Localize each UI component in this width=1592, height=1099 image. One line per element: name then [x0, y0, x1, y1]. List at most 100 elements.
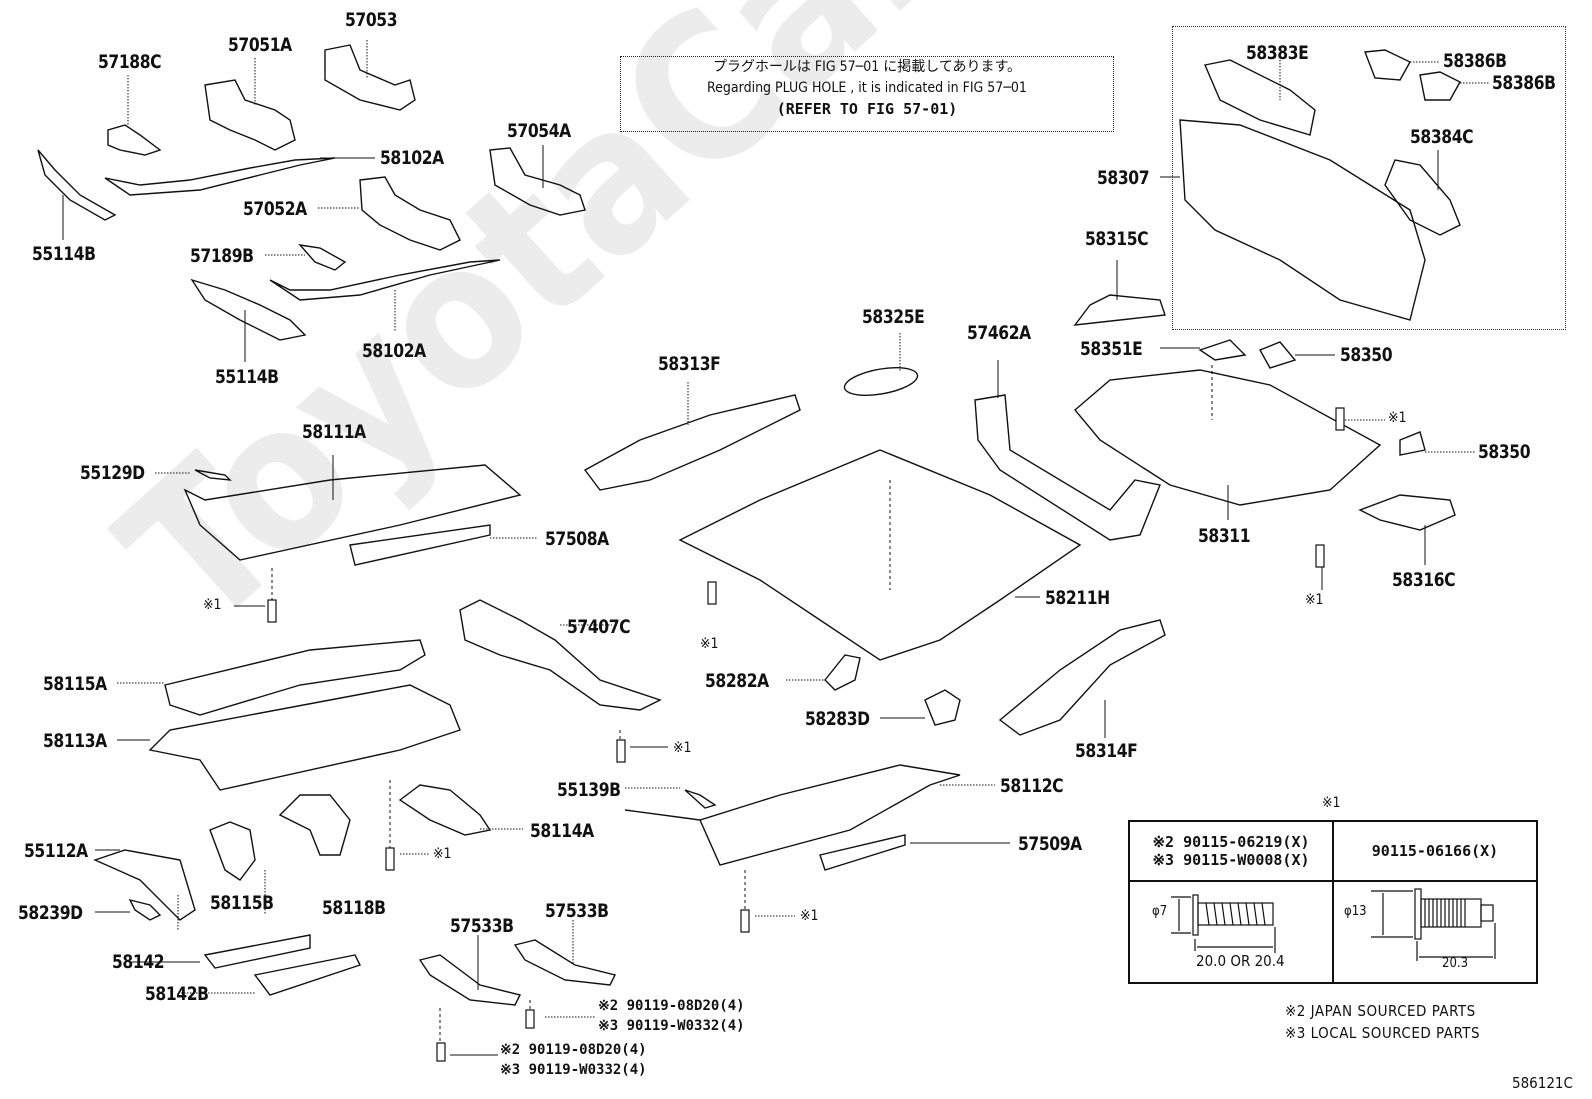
part-label[interactable]: 58350	[1478, 441, 1531, 463]
part-label[interactable]: 58313F	[658, 353, 721, 375]
part-label[interactable]: 58102A	[380, 147, 444, 169]
part-label[interactable]: 58283D	[805, 708, 870, 730]
part-label[interactable]: 58142B	[145, 983, 209, 1005]
part-label[interactable]: 58325E	[862, 306, 925, 328]
part-label[interactable]: 58114A	[530, 820, 594, 842]
part-58239D	[128, 898, 162, 921]
part-label[interactable]: 58307	[1097, 167, 1150, 189]
part-label[interactable]: 58350	[1340, 344, 1393, 366]
part-57188C	[107, 124, 162, 156]
part-label[interactable]: 58384C	[1410, 126, 1474, 148]
part-58316C	[1358, 494, 1456, 531]
part-label[interactable]: 58315C	[1085, 228, 1149, 250]
ref-mark-1: ※1	[700, 636, 719, 652]
part-58384C	[1384, 159, 1461, 236]
part-58142	[203, 934, 311, 969]
bolt-spec-table: ※2 90115-06219(X) ※3 90115-W0008(X) 9011…	[1128, 820, 1538, 984]
part-label[interactable]: 57051A	[228, 34, 292, 56]
bolt-icon	[385, 847, 395, 871]
part-58383E	[1204, 59, 1316, 136]
spec-pn-japan: ※2 90115-06219(X)	[1152, 833, 1310, 851]
part-label[interactable]: 57052A	[243, 198, 307, 220]
ref-mark-1: ※1	[203, 597, 222, 613]
part-label[interactable]: 57188C	[98, 51, 162, 73]
fastener-upper[interactable]: ※2 90119-08D20(4) ※3 90119-W0332(4)	[598, 996, 745, 1036]
part-label[interactable]: 58115A	[43, 673, 107, 695]
fastener-lower[interactable]: ※2 90119-08D20(4) ※3 90119-W0332(4)	[500, 1040, 647, 1080]
part-57053	[324, 44, 416, 111]
part-label[interactable]: 58386B	[1443, 50, 1507, 72]
part-58142B	[253, 954, 361, 996]
spec-pn-local: ※3 90115-W0008(X)	[1152, 851, 1310, 869]
part-label[interactable]: 58113A	[43, 730, 107, 752]
legend-local: ※3 LOCAL SOURCED PARTS	[1285, 1024, 1481, 1042]
part-57407C	[459, 599, 662, 711]
part-label[interactable]: 57189B	[190, 245, 254, 267]
part-label[interactable]: 57054A	[507, 120, 571, 142]
part-label[interactable]: 55139B	[557, 779, 621, 801]
part-label[interactable]: 58239D	[18, 902, 83, 924]
part-58112C	[624, 764, 961, 866]
part-label[interactable]: 57533B	[450, 915, 514, 937]
part-label[interactable]: 58118B	[322, 897, 386, 919]
part-57533B-left	[418, 954, 522, 1006]
spec-col2-drawing: φ13 20.3	[1332, 880, 1538, 984]
part-57508A	[349, 524, 491, 566]
part-55129D	[194, 469, 232, 481]
fastener-local: ※3 90119-W0332(4)	[598, 1018, 745, 1034]
part-58350-lower	[1399, 431, 1426, 456]
ref-mark-1: ※1	[1305, 592, 1324, 608]
fastener-japan: ※2 90119-08D20(4)	[500, 1042, 647, 1058]
part-label[interactable]: 57407C	[567, 616, 631, 638]
part-label[interactable]: 55114B	[215, 366, 279, 388]
note-line-jp: プラグホールは FIG 57─01 に掲載してあります。	[712, 59, 1022, 75]
part-58351E	[1198, 339, 1247, 361]
part-label[interactable]: 58142	[112, 951, 165, 973]
ref-mark-1: ※1	[433, 846, 452, 862]
spec-length: 20.0 OR 20.4	[1196, 952, 1285, 970]
part-label[interactable]: 58351E	[1080, 338, 1143, 360]
part-58102A-upper	[104, 157, 336, 196]
ref-mark-1: ※1	[800, 908, 819, 924]
part-label[interactable]: 57462A	[967, 322, 1031, 344]
part-label[interactable]: 58311	[1198, 525, 1251, 547]
part-label[interactable]: 55112A	[24, 840, 88, 862]
bolt-icon	[740, 909, 750, 933]
part-label[interactable]: 55114B	[32, 243, 96, 265]
part-label[interactable]: 57508A	[545, 528, 609, 550]
sourcing-legend: ※2 JAPAN SOURCED PARTS ※3 LOCAL SOURCED …	[1285, 1000, 1480, 1044]
part-label[interactable]: 57533B	[545, 900, 609, 922]
spec-dia: φ13	[1344, 904, 1367, 919]
spec-col1-header: ※2 90115-06219(X) ※3 90115-W0008(X)	[1128, 820, 1334, 882]
part-label[interactable]: 58112C	[1000, 775, 1064, 797]
fastener-local: ※3 90119-W0332(4)	[500, 1062, 647, 1078]
part-label[interactable]: 58211H	[1045, 587, 1110, 609]
part-label[interactable]: 57509A	[1018, 833, 1082, 855]
bolt-m13-icon	[1371, 888, 1496, 961]
part-58114A	[398, 784, 492, 836]
part-label[interactable]: 58316C	[1392, 569, 1456, 591]
ref-mark-1: ※1	[1388, 410, 1407, 426]
part-label[interactable]: 57053	[345, 9, 398, 31]
spec-table-title: ※1	[1322, 795, 1341, 811]
part-label[interactable]: 58386B	[1492, 72, 1556, 94]
part-label[interactable]: 58115B	[210, 892, 274, 914]
part-57051A	[204, 79, 296, 151]
part-57533B-right	[513, 939, 617, 986]
plug-hole-note: プラグホールは FIG 57─01 に掲載してあります。 Regarding P…	[620, 56, 1114, 132]
inset-panel	[1172, 26, 1566, 330]
part-label[interactable]: 58282A	[705, 670, 769, 692]
part-58307	[1179, 119, 1426, 321]
part-label[interactable]: 58111A	[302, 421, 366, 443]
part-57189B	[298, 244, 347, 271]
part-label[interactable]: 58383E	[1246, 42, 1309, 64]
part-label[interactable]: 58314F	[1075, 740, 1138, 762]
spec-length: 20.3	[1442, 956, 1469, 971]
part-58113A	[148, 684, 461, 791]
part-label[interactable]: 55129D	[80, 462, 145, 484]
bolt-icon	[525, 1009, 535, 1029]
bolt-icon	[1315, 544, 1325, 568]
part-55114B-lower	[190, 278, 307, 341]
part-58314F	[998, 619, 1166, 736]
part-label[interactable]: 58102A	[362, 340, 426, 362]
